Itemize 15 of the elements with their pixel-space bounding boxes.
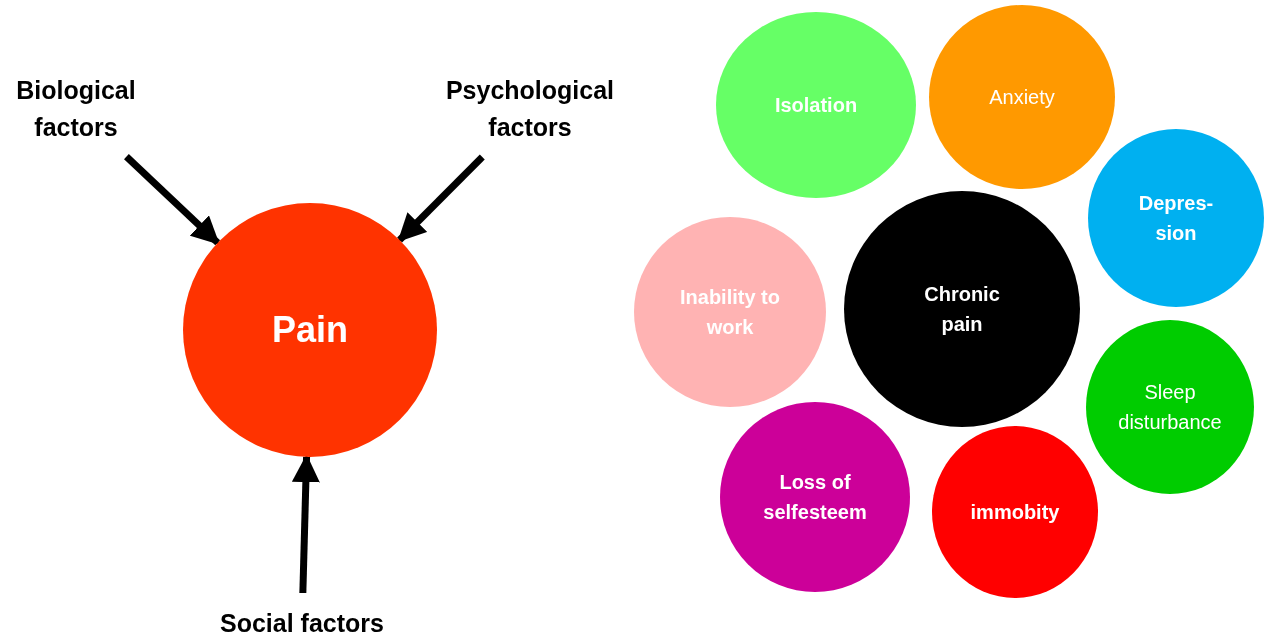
circle-label: immobity [969, 500, 1061, 525]
arrow [397, 154, 485, 243]
arrow [124, 154, 221, 246]
circle-label: Depres- sion [1137, 191, 1215, 246]
factor-label: Biological factors [1, 71, 151, 147]
arrow [291, 454, 320, 594]
circle-label: Pain [271, 308, 349, 352]
circle-label: Loss of selfesteem [762, 470, 868, 525]
factor-label: Social factors [202, 607, 402, 641]
circle-label: Inability to work [679, 285, 781, 340]
factor-label: Psychological factors [430, 71, 630, 147]
circle-label: Sleep disturbance [1117, 380, 1223, 435]
circle-label: Anxiety [988, 85, 1056, 110]
circle-label: Isolation [773, 93, 859, 118]
circle-label: Chronic pain [923, 282, 1001, 337]
